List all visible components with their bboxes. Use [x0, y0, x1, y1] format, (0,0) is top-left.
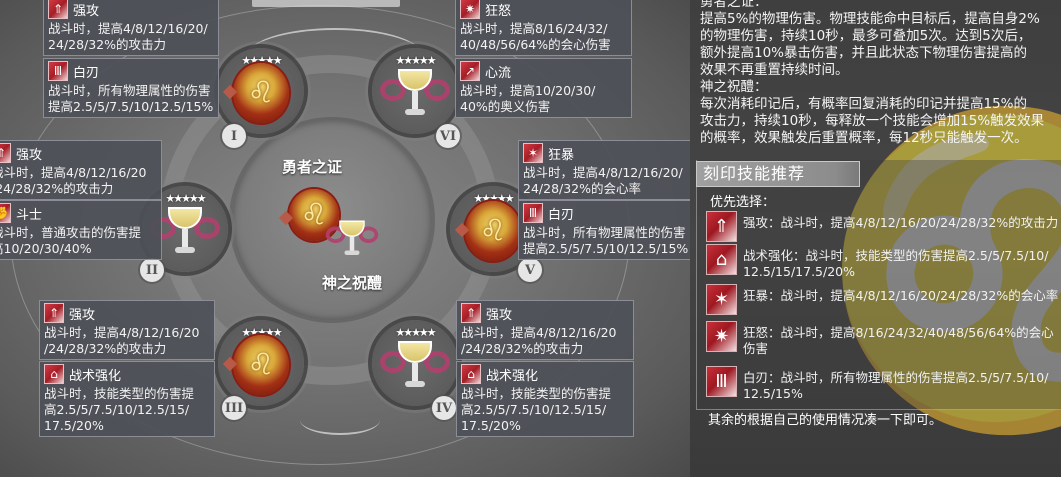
attack-up-icon: ⇑: [44, 303, 64, 323]
skill-description: 战斗时，普通攻击的伤害提 高10/20/30/40%: [0, 225, 142, 256]
skill-card-slot2-fighter: ✊ 斗士 战斗时，普通攻击的伤害提 高10/20/30/40%: [0, 200, 162, 260]
slot-numeral-3: III: [222, 396, 246, 420]
skill-title: 强攻: [73, 3, 100, 19]
engraving-slot-1[interactable]: ★★★★★: [218, 48, 304, 134]
skill-card-slot5-berserk: ✶ 狂暴 战斗时，提高4/8/12/16/20/ 24/28/32%的会心率: [518, 140, 690, 200]
chalice-icon: [380, 337, 450, 397]
skill-description: 战斗时，提高10/20/30/ 40%的奥义伤害: [460, 83, 596, 114]
set-name-bottom: 神之祝醴: [322, 274, 383, 292]
engraving-board: 勇者之证 神之祝醴 ★★★★★ I ★★★★★ VI ★★★★★ II: [0, 0, 690, 477]
skill-description: 战斗时，提高4/8/12/16/20/ 24/28/32%的会心率: [523, 165, 683, 196]
skill-title: 战术强化: [486, 368, 539, 384]
skill-title: 战术强化: [69, 368, 122, 384]
recommend-item-tactic: ⌂ 战术强化：战斗时，技能类型的伤害提高2.5/5/7.5/10/ 12.5/1…: [706, 244, 1061, 280]
berserk-icon: ✶: [523, 143, 543, 163]
arc-highlight-bottom: [300, 405, 380, 435]
skill-title: 强攻: [486, 307, 513, 323]
skill-card-slot3-tactic: ⌂ 战术强化 战斗时，技能类型的伤害提 高2.5/5/7.5/10/12.5/15…: [39, 361, 215, 437]
skill-description: 战斗时，所有物理属性的伤害 提高2.5/5/7.5/10/12.5/15%: [523, 225, 689, 256]
recommend-item-attack: ⇑ 强攻：战斗时，提高4/8/12/16/20/24/28/32%的攻击力: [706, 211, 1061, 242]
fury-icon: ✷: [460, 0, 480, 19]
recommend-text: 狂暴：战斗时，提高4/8/12/16/20/24/28/32%的会心率: [743, 288, 1059, 303]
attack-up-icon: ⇑: [48, 0, 68, 19]
recommend-text: 战术强化：战斗时，技能类型的伤害提高2.5/5/7.5/10/ 12.5/15/…: [743, 248, 1049, 279]
skill-title: 白刃: [548, 207, 575, 223]
skill-card-slot5-blade: Ⅲ 白刃 战斗时，所有物理属性的伤害 提高2.5/5/7.5/10/12.5/15…: [518, 200, 690, 260]
attack-up-icon: ⇑: [461, 303, 481, 323]
slot-numeral-6: VI: [436, 124, 460, 148]
chalice-icon: [325, 218, 379, 263]
tactic-boost-icon: ⌂: [461, 364, 481, 384]
top-tab-bar: [252, 0, 400, 7]
white-blade-icon: Ⅲ: [706, 366, 737, 397]
skill-title: 狂暴: [548, 147, 575, 163]
skill-title: 白刃: [73, 65, 100, 81]
skill-description: 战斗时，技能类型的伤害提 高2.5/5/7.5/10/12.5/15/ 17.5…: [44, 386, 195, 433]
set-effect-description: 勇者之证： 提高5%的物理伤害。物理技能命中目标后，提高自身2% 的物理伤害，持…: [700, 0, 1045, 146]
skill-card-slot2-attack: ⇑ 强攻 战斗时，提高4/8/12/16/20 /24/28/32%的攻击力: [0, 140, 162, 200]
heart-flow-icon: ↗: [460, 61, 480, 81]
skill-card-slot4-tactic: ⌂ 战术强化 战斗时，技能类型的伤害提 高2.5/5/7.5/10/12.5/15…: [456, 361, 634, 437]
skill-description: 战斗时，提高4/8/12/16/20 /24/28/32%的攻击力: [44, 325, 200, 356]
skill-title: 狂怒: [485, 3, 512, 19]
white-blade-icon: Ⅲ: [523, 203, 543, 223]
star-rating: ★★★★★: [395, 54, 436, 67]
star-rating: ★★★★★: [395, 326, 436, 339]
chalice-icon: [150, 203, 220, 263]
skill-card-slot3-attack: ⇑ 强攻 战斗时，提高4/8/12/16/20 /24/28/32%的攻击力: [39, 300, 215, 360]
skill-description: 战斗时，提高8/16/24/32/ 40/48/56/64%的会心伤害: [460, 21, 611, 52]
skill-card-slot4-attack: ⇑ 强攻 战斗时，提高4/8/12/16/20 /24/28/32%的攻击力: [456, 300, 634, 360]
skill-card-slot6-flow: ↗ 心流 战斗时，提高10/20/30/ 40%的奥义伤害: [455, 58, 632, 118]
white-blade-icon: Ⅲ: [48, 61, 68, 81]
chalice-icon: [380, 65, 450, 125]
priority-label: 优先选择：: [710, 195, 776, 210]
skill-card-slot1-blade: Ⅲ 白刃 战斗时，所有物理属性的伤害 提高2.5/5/7.5/10/12.5/15…: [43, 58, 219, 118]
set-name-top: 勇者之证: [282, 158, 343, 176]
skill-description: 战斗时，提高4/8/12/16/20/ 24/28/32%的攻击力: [48, 21, 208, 52]
skill-card-slot6-fury: ✷ 狂怒 战斗时，提高8/16/24/32/ 40/48/56/64%的会心伤害: [455, 0, 632, 56]
star-rating: ★★★★★: [165, 192, 206, 205]
tactic-boost-icon: ⌂: [706, 244, 737, 275]
engraving-slot-4[interactable]: ★★★★★: [372, 320, 458, 406]
skill-title: 斗士: [16, 207, 43, 223]
fighter-icon: ✊: [0, 203, 11, 223]
skill-description: 战斗时，所有物理属性的伤害 提高2.5/5/7.5/10/12.5/15%: [48, 83, 214, 114]
recommend-item-berserk: ✶ 狂暴：战斗时，提高4/8/12/16/20/24/28/32%的会心率: [706, 284, 1061, 315]
engraving-slot-3[interactable]: ★★★★★: [218, 320, 304, 406]
attack-up-icon: ⇑: [706, 211, 737, 242]
lion-crest-icon: [465, 200, 521, 261]
skill-title: 强攻: [69, 307, 96, 323]
arc-highlight-top: [245, 28, 425, 88]
attack-up-icon: ⇑: [0, 143, 11, 163]
skill-description: 战斗时，提高4/8/12/16/20 /24/28/32%的攻击力: [461, 325, 617, 356]
center-set-display: 勇者之证 神之祝醴: [232, 120, 432, 320]
slot-numeral-5: V: [518, 258, 542, 282]
tactic-boost-icon: ⌂: [44, 364, 64, 384]
recommend-title: 刻印技能推荐: [696, 161, 860, 187]
skill-title: 强攻: [16, 147, 43, 163]
recommend-item-fury: ✷ 狂怒：战斗时，提高8/16/24/32/40/48/56/64%的会心 伤害: [706, 321, 1061, 357]
engraving-slot-6[interactable]: ★★★★★: [372, 48, 458, 134]
slot-numeral-1: I: [222, 124, 246, 148]
skill-card-slot1-attack: ⇑ 强攻 战斗时，提高4/8/12/16/20/ 24/28/32%的攻击力: [43, 0, 219, 56]
berserk-icon: ✶: [706, 284, 737, 315]
recommend-text: 狂怒：战斗时，提高8/16/24/32/40/48/56/64%的会心 伤害: [743, 325, 1054, 356]
skill-title: 心流: [485, 65, 512, 81]
skill-description: 战斗时，技能类型的伤害提 高2.5/5/7.5/10/12.5/15/ 17.5…: [461, 386, 612, 433]
fury-icon: ✷: [706, 321, 737, 352]
lion-crest-icon: [233, 334, 289, 395]
recommend-text: 强攻：战斗时，提高4/8/12/16/20/24/28/32%的攻击力: [743, 215, 1059, 230]
footer-note: 其余的根据自己的使用情况凑一下即可。: [708, 413, 943, 428]
recommend-text: 白刃：战斗时，所有物理属性的伤害提高2.5/5/7.5/10/ 12.5/15%: [743, 370, 1049, 401]
recommend-item-blade: Ⅲ 白刃：战斗时，所有物理属性的伤害提高2.5/5/7.5/10/ 12.5/1…: [706, 366, 1061, 402]
lion-crest-icon: [233, 62, 289, 123]
slot-numeral-4: IV: [432, 396, 456, 420]
guide-panel: ♌ 勇者之证： 提高5%的物理伤害。物理技能命中目标后，提高自身2% 的物理伤害…: [690, 0, 1061, 477]
recommend-section: [696, 160, 1061, 410]
skill-description: 战斗时，提高4/8/12/16/20 /24/28/32%的攻击力: [0, 165, 147, 196]
slot-numeral-2: II: [140, 258, 164, 282]
